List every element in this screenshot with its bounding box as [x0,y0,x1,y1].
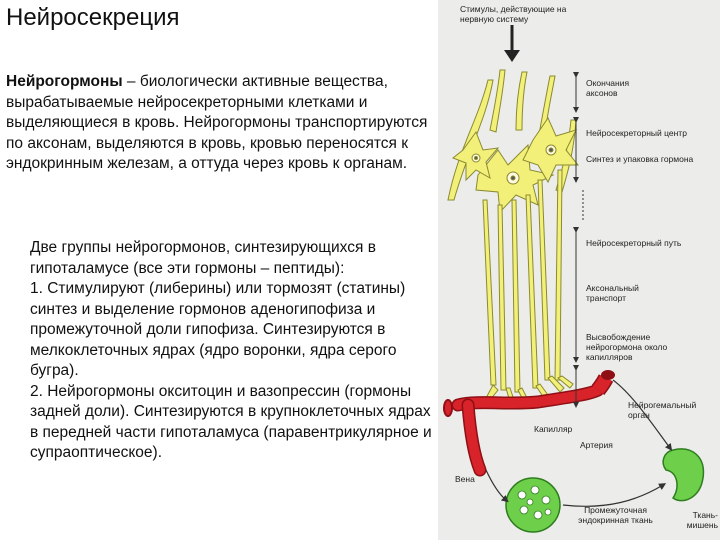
label-neurosecretory-path: Нейросекреторный путь [586,238,682,248]
diagram-canvas [443,25,705,533]
hormone-groups-text: Две группы нейрогормонов, синтезирующихс… [30,239,432,461]
region-brackets [573,72,584,408]
flow-arrows [485,379,673,507]
intro-definition: – биологически активные вещества, выраба… [6,73,428,172]
slide-title: Нейросекреция [6,4,180,31]
label-neurohemal-organ: Нейрогемальный орган [628,400,697,420]
label-axon-endings: Окончания аксонов [586,78,630,98]
intro-paragraph: Нейрогормоны – биологически активные вещ… [6,72,431,175]
axon-tracts [482,169,563,393]
label-capillary: Капилляр [534,424,573,434]
target-tissue [662,448,705,502]
label-neurosecretory-center: Нейросекреторный центр [586,128,687,138]
neurosecretory-neurons [452,116,580,214]
label-artery: Артерия [580,440,613,450]
endocrine-tissue [505,477,561,533]
neurosecretion-diagram: Стимулы, действующие на нервную систему … [438,0,720,540]
label-target-tissue: Ткань-мишень [686,510,718,530]
stimulus-arrow [504,25,520,62]
label-stimuli: Стимулы, действующие на нервную систему [460,4,567,24]
label-release: Высвобождение нейрогормона около капилля… [586,332,668,362]
blood-vessels [443,370,615,477]
label-axonal-transport: Аксональный транспорт [586,283,639,303]
label-synthesis: Синтез и упаковка гормона [586,154,694,164]
intro-term: Нейрогормоны [6,73,123,90]
label-endocrine-tissue: Промежуточная эндокринная ткань [578,505,653,525]
label-vein: Вена [455,474,475,484]
